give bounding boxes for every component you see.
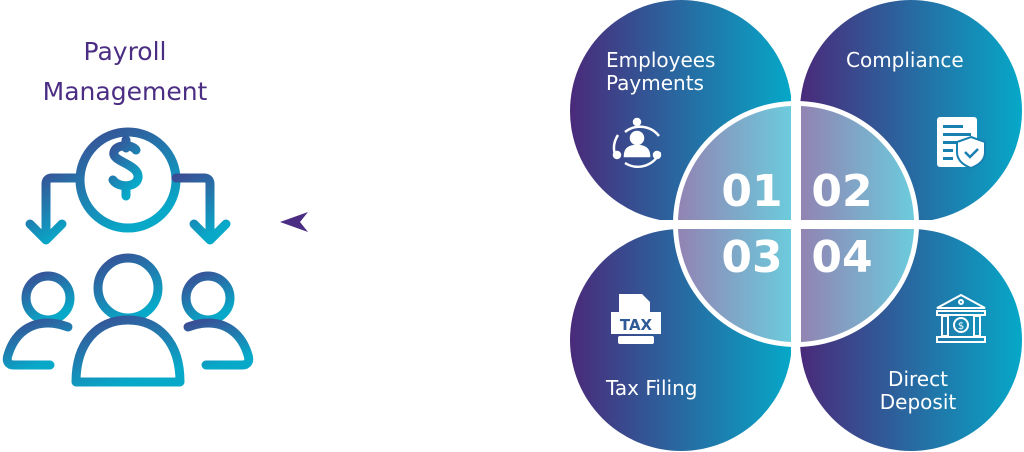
- inner-circle-border: [673, 101, 919, 347]
- label-employees: Employees: [606, 48, 715, 72]
- label-deposit: Deposit: [880, 390, 957, 414]
- payroll-people-dollar-icon: [2, 127, 254, 387]
- title-line-2: Management: [43, 77, 208, 106]
- bank-dollar-icon: $: [936, 293, 986, 343]
- label-direct: Direct: [888, 367, 948, 391]
- number-01: 01: [721, 166, 782, 217]
- label-payments: Payments: [606, 71, 704, 95]
- employee-network-icon: [612, 117, 662, 168]
- inner-quadrants: [678, 106, 914, 342]
- title-line-1: Payroll: [84, 37, 167, 66]
- label-tax-filing: Tax Filing: [605, 376, 697, 400]
- dashed-arrow: [280, 212, 612, 232]
- number-02: 02: [811, 166, 872, 217]
- svg-text:TAX: TAX: [620, 316, 653, 334]
- svg-text:$: $: [958, 321, 964, 332]
- number-04: 04: [811, 232, 872, 283]
- number-03: 03: [721, 232, 782, 283]
- label-compliance: Compliance: [846, 48, 964, 72]
- document-shield-icon: [937, 117, 986, 170]
- tax-document-icon: TAX: [611, 294, 661, 344]
